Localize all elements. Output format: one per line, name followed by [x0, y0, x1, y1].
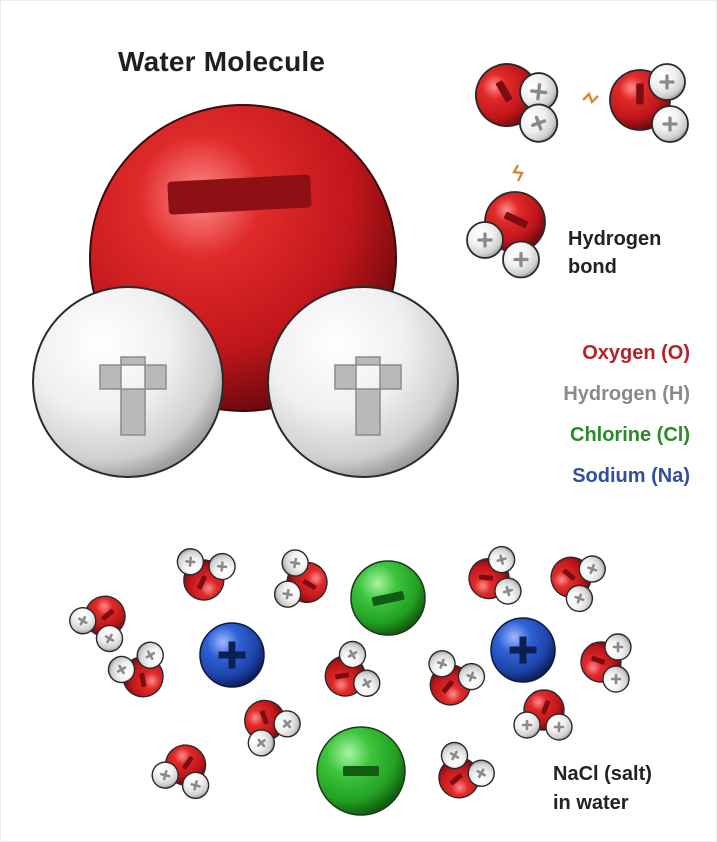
chlorine-ion [316, 726, 406, 816]
plus-icon [218, 641, 246, 669]
nacl-label: in water [553, 792, 629, 814]
water-molecule-small [423, 736, 502, 812]
hydrogen-atom-large-left [32, 286, 224, 478]
water-molecule-small [62, 582, 141, 658]
hydrogen-bond-label: bond [568, 256, 617, 278]
minus-icon [167, 174, 312, 215]
sodium-ion [490, 617, 556, 683]
sodium-ion [199, 622, 265, 688]
plus-icon [334, 356, 402, 436]
water-molecule-small [466, 191, 546, 279]
water-molecule-small [415, 645, 491, 716]
chlorine-ion [350, 560, 426, 636]
minus-icon [371, 591, 405, 606]
minus-icon [343, 766, 379, 776]
water-molecule-small [172, 546, 238, 604]
hydrogen-atom-large-right [267, 286, 459, 478]
water-molecule-small [609, 63, 689, 143]
large-water-molecule [32, 104, 459, 478]
nacl-solution-scene [62, 542, 633, 816]
water-molecule-small [312, 635, 388, 714]
water-molecule-small [461, 542, 528, 614]
nacl-label: NaCl (salt) [553, 763, 652, 785]
hydrogen-bond-label: Hydrogen [568, 228, 662, 250]
hydrogen-bond-icon [512, 164, 524, 182]
water-molecule-small [579, 632, 633, 694]
plus-icon [509, 636, 537, 664]
water-molecule-small [147, 736, 220, 803]
hydrogen-bond-icon [582, 91, 599, 105]
water-molecule-small [227, 685, 307, 765]
water-molecule-small [475, 63, 559, 143]
water-molecule-small [540, 542, 611, 618]
hydrogen-bond-cluster [466, 63, 689, 279]
plus-icon [99, 356, 167, 436]
water-molecule-small [271, 546, 334, 615]
water-molecule-small [512, 688, 574, 742]
diagram-title: Water Molecule [118, 46, 326, 77]
